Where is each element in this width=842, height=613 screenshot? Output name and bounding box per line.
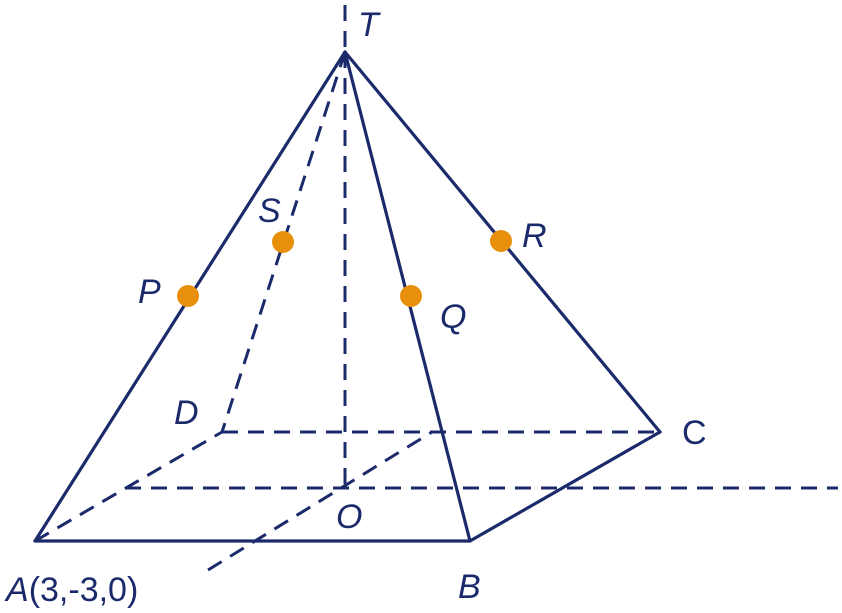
label-T: T xyxy=(358,6,381,44)
label-A-letter: A xyxy=(4,571,29,609)
point-S xyxy=(272,231,294,253)
point-Q xyxy=(400,285,422,307)
edge-BC xyxy=(468,430,662,543)
x-axis xyxy=(207,430,433,572)
label-C: C xyxy=(682,414,707,452)
label-B: B xyxy=(458,568,481,606)
point-R xyxy=(490,230,512,252)
label-O: O xyxy=(336,498,362,536)
label-R: R xyxy=(522,217,547,255)
label-D: D xyxy=(174,394,199,432)
label-A: A(3,-3,0) xyxy=(4,571,138,609)
edge-TD xyxy=(220,51,347,433)
point-P xyxy=(177,285,199,307)
label-P: P xyxy=(138,273,161,311)
label-S: S xyxy=(258,192,281,230)
label-Q: Q xyxy=(440,298,466,336)
label-A-coords: (3,-3,0) xyxy=(29,571,139,609)
